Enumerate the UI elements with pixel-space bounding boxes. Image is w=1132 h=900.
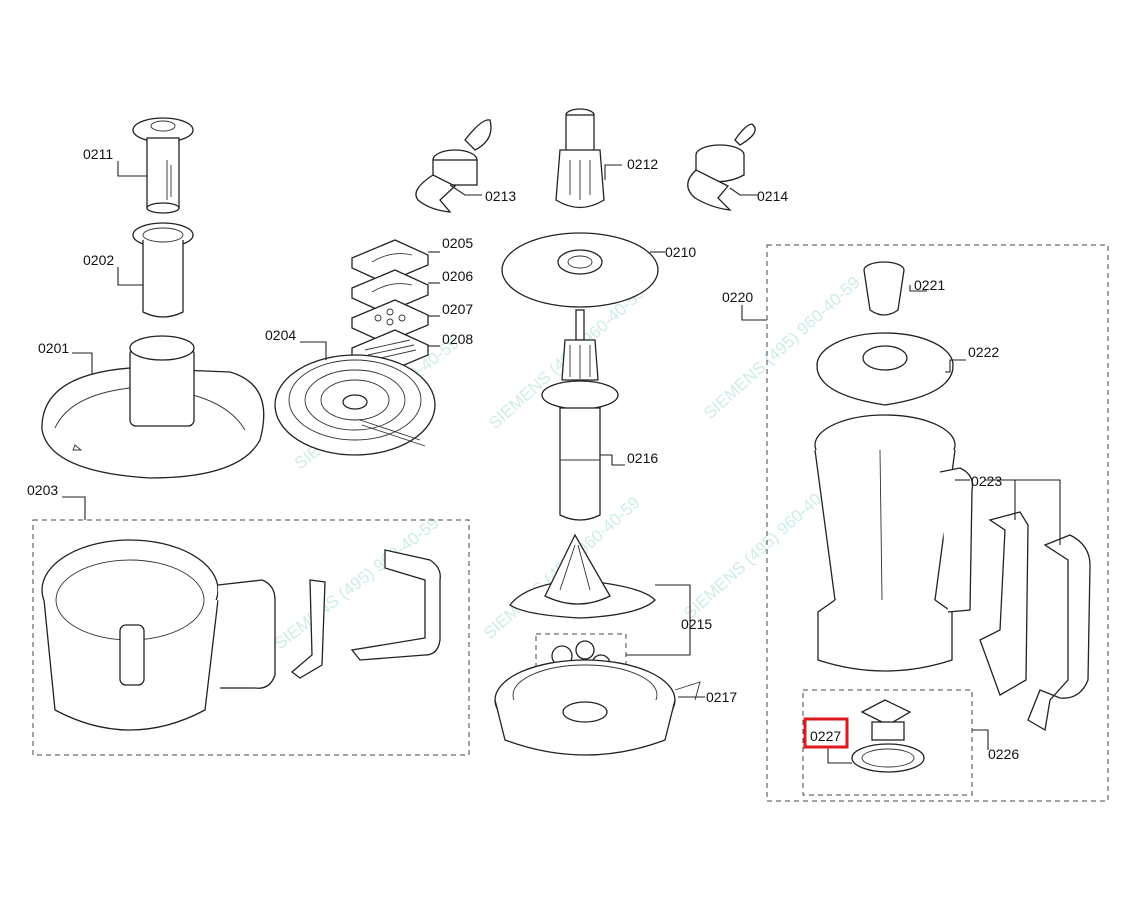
part-0204-carrier-disc[interactable] <box>274 354 436 456</box>
part-0201-lid[interactable] <box>41 335 265 479</box>
part-0226-blade-assembly[interactable] <box>802 689 973 796</box>
part-0215-citrus-press[interactable] <box>509 533 656 679</box>
label-0214: 0214 <box>757 188 788 204</box>
watermark-text: SIEMENS (495) 960-40-59 <box>271 513 443 653</box>
label-0217: 0217 <box>706 689 737 705</box>
part-0227-blade-unit[interactable] <box>851 699 925 773</box>
label-0212: 0212 <box>627 156 658 172</box>
label-0204: 0204 <box>265 327 296 343</box>
label-0216: 0216 <box>627 450 658 466</box>
part-0206-slicing-disc[interactable] <box>351 269 429 314</box>
label-0227: 0227 <box>810 728 841 744</box>
highlight-box-0227 <box>803 717 849 749</box>
part-0223-blender-jug[interactable] <box>814 414 1091 732</box>
label-0201: 0201 <box>38 340 69 356</box>
label-0221: 0221 <box>914 277 945 293</box>
part-0212-drive-shaft[interactable] <box>555 108 605 209</box>
label-0211: 0211 <box>83 146 113 162</box>
label-0203: 0203 <box>27 482 58 498</box>
label-0223: 0223 <box>971 473 1002 489</box>
part-0222-blender-lid[interactable] <box>816 332 954 406</box>
label-0213: 0213 <box>485 188 516 204</box>
part-0211-pusher[interactable] <box>132 117 194 214</box>
part-0207-shredding-disc[interactable] <box>351 299 429 344</box>
label-0207: 0207 <box>442 301 473 317</box>
label-0210: 0210 <box>665 244 696 260</box>
label-0220: 0220 <box>722 289 753 305</box>
part-0213-blade[interactable] <box>415 119 492 213</box>
part-0210-disc[interactable] <box>501 232 659 308</box>
part-0221-measuring-cup[interactable] <box>863 261 905 316</box>
watermark-text: SIEMENS (495) 960-40-59 <box>680 473 844 623</box>
part-0220-blender-group[interactable] <box>766 244 1109 802</box>
part-0203-bowl-group[interactable] <box>32 519 470 756</box>
part-0214-blade[interactable] <box>687 123 756 211</box>
leader-lines <box>62 161 1061 764</box>
part-0205-slicing-disc[interactable] <box>351 239 429 284</box>
part-0202-inner-pusher[interactable] <box>132 222 194 318</box>
label-0222: 0222 <box>968 344 999 360</box>
part-0216-shaft[interactable] <box>541 309 619 521</box>
label-0202: 0202 <box>83 252 114 268</box>
label-0215: 0215 <box>681 616 712 632</box>
part-number-labels: 0211 0202 0201 0203 0213 0212 0214 0205 … <box>27 146 1019 762</box>
label-0226: 0226 <box>988 746 1019 762</box>
label-0206: 0206 <box>442 268 473 284</box>
part-0217-juicer-bowl[interactable] <box>494 659 701 756</box>
label-0205: 0205 <box>442 235 473 251</box>
label-0208: 0208 <box>442 331 473 347</box>
